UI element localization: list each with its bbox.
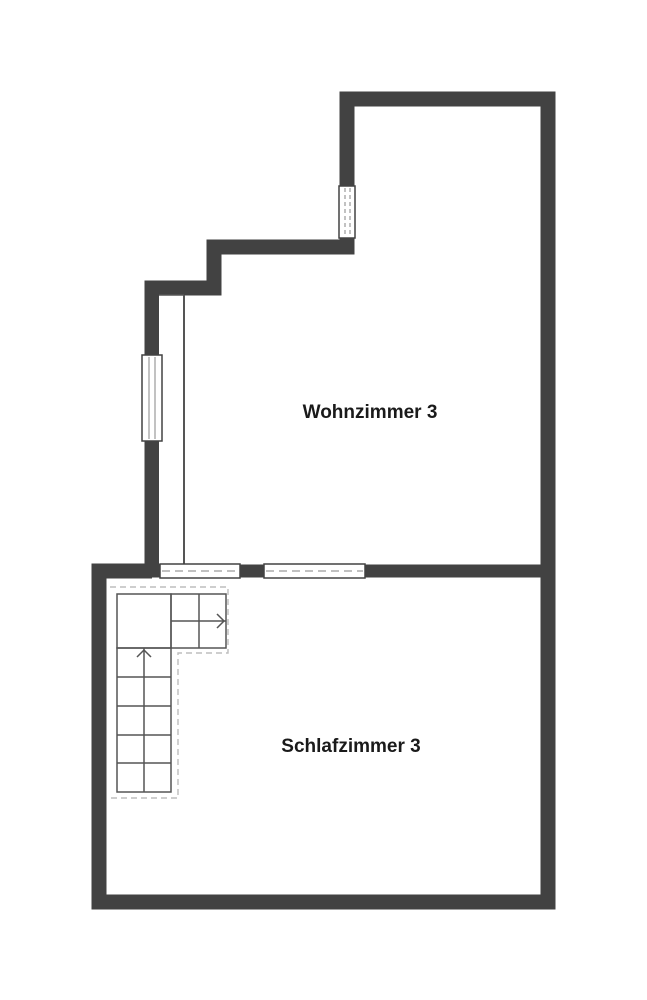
window-top	[338, 185, 356, 239]
stair-dashed-outline	[110, 586, 229, 799]
staircase	[110, 586, 229, 799]
stair-void-edge	[159, 295, 183, 564]
upper-walls	[144, 91, 556, 571]
stair-arrow-right	[216, 613, 226, 629]
room-label-schlafzimmer: Schlafzimmer 3	[281, 736, 420, 757]
door-opening-1	[159, 563, 241, 579]
door-opening-2	[263, 563, 366, 579]
window-left	[141, 354, 163, 442]
interior-lines	[159, 294, 185, 564]
stair-arrow-up	[136, 648, 152, 658]
lower-walls	[91, 563, 556, 910]
room-label-wohnzimmer: Wohnzimmer 3	[303, 402, 438, 423]
